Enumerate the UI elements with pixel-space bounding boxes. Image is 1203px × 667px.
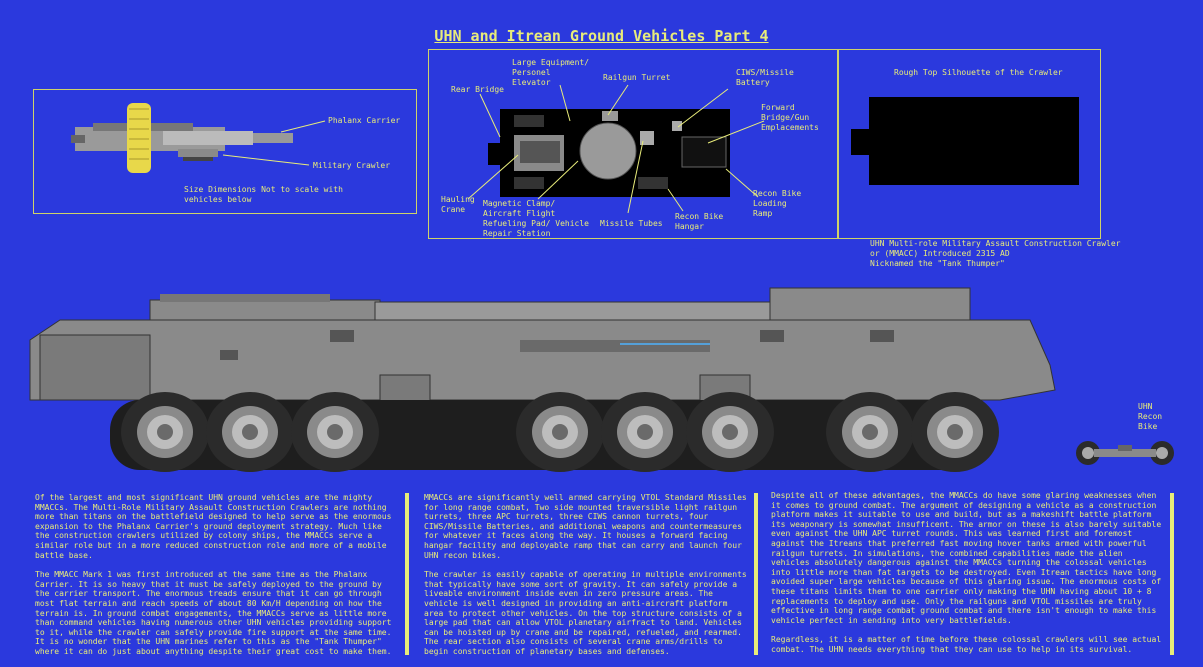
large-equipment-label: Large Equipment/ Personel Elevator: [512, 58, 590, 87]
forward-bridge-label: Forward Bridge/Gun Emplacements: [761, 103, 819, 132]
top-view-panel: [428, 49, 839, 239]
silhouette-label: Rough Top Silhouette of the Crawler: [894, 68, 1063, 77]
ciws-battery-label: CIWS/Missile Battery: [736, 68, 794, 87]
col2-paragraph-1: MMACCs are significantly well armed carr…: [424, 493, 747, 560]
railgun-turret-label: Railgun Turret: [603, 73, 671, 82]
military-crawler-icon: [178, 149, 218, 161]
text-column-1: Of the largest and most significant UHN …: [35, 493, 393, 667]
col1-paragraph-2: The MMACC Mark 1 was first introduced at…: [35, 570, 392, 656]
col3-paragraph-2: Regardless, it is a matter of time befor…: [771, 635, 1162, 654]
magnetic-clamp-label: Magnetic Clamp/ Aircraft Flight Refuelin…: [483, 199, 589, 238]
size-comparison-panel: [33, 89, 417, 214]
text-column-2: MMACCs are significantly well armed carr…: [424, 493, 750, 667]
col3-paragraph-1: Despite all of these advantages, the MMA…: [771, 491, 1162, 625]
missile-tubes-label: Missile Tubes: [600, 219, 663, 228]
separator-2: [754, 493, 758, 655]
rear-bridge-label: Rear Bridge: [451, 85, 504, 94]
col1-paragraph-1: Of the largest and most significant UHN …: [35, 493, 392, 560]
hauling-crane-label: Hauling Crane: [441, 195, 475, 214]
separator-3: [1170, 493, 1174, 655]
col2-paragraph-2: The crawler is easily capable of operati…: [424, 570, 747, 656]
military-crawler-label: Military Crawler: [313, 161, 391, 170]
page-title: UHN and Itrean Ground Vehicles Part 4: [434, 27, 769, 45]
phalanx-carrier-icon: [71, 103, 293, 173]
recon-bike-label: UHN Recon Bike: [1138, 402, 1163, 431]
separator-1: [405, 493, 409, 655]
silhouette-panel: [837, 49, 1101, 239]
size-comparison-drawing: [71, 103, 326, 173]
designation-text: UHN Multi-role Military Assault Construc…: [870, 239, 1121, 268]
text-column-3: Despite all of these advantages, the MMA…: [771, 491, 1163, 665]
recon-bike-ramp-label: Recon Bike Loading Ramp: [753, 189, 802, 218]
crawler-top-view: [467, 84, 765, 214]
size-note: Size Dimensions Not to scale with vehicl…: [184, 185, 343, 204]
phalanx-carrier-label: Phalanx Carrier: [328, 116, 401, 125]
recon-bike-hangar-label: Recon Bike Hangar: [675, 212, 724, 231]
crawler-side-view: [29, 287, 1056, 472]
crawler-silhouette: [851, 97, 1079, 185]
recon-bike-drawing: [1076, 441, 1174, 465]
